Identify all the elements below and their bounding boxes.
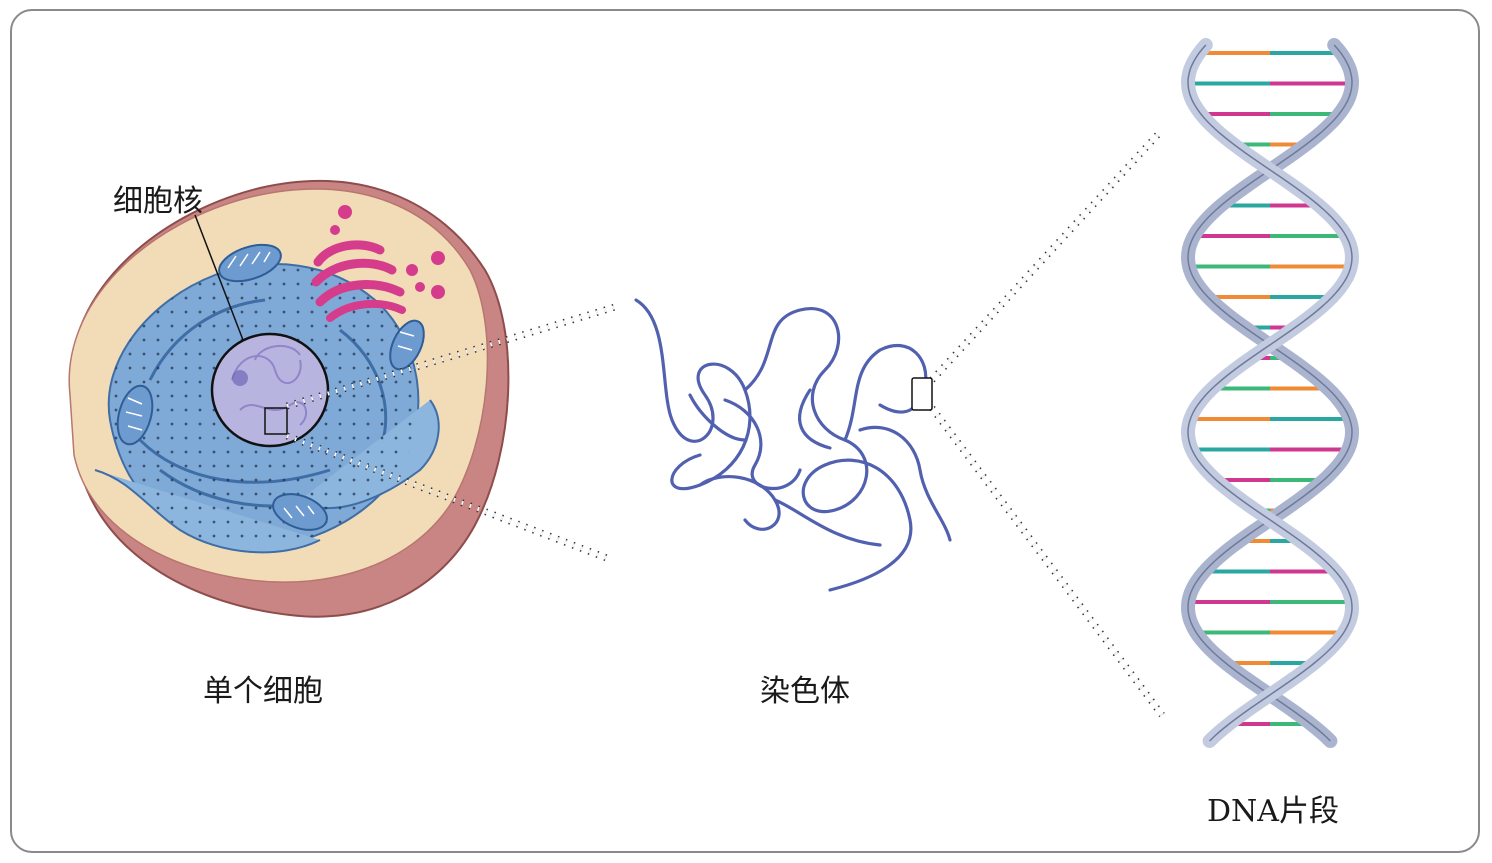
figure-frame (10, 9, 1480, 853)
zoom-connectors-inner (286, 128, 1164, 717)
mitochondria (116, 243, 425, 531)
connector-dna-lower (929, 405, 1165, 718)
golgi-apparatus (311, 240, 406, 322)
dna-helix (1180, 38, 1360, 748)
label-nucleus: 细胞核 (113, 184, 203, 219)
nucleus-leader-line (194, 214, 244, 341)
label-single-cell: 单个细胞 (203, 674, 323, 709)
nucleolus (232, 370, 248, 386)
label-chromosome: 染色体 (760, 674, 850, 709)
label-dna-segment: DNA片段 (1207, 794, 1339, 829)
chromatin (231, 344, 308, 426)
golgi-vesicles (330, 205, 445, 299)
dna-backbone-strand-a-edge (1187, 44, 1353, 742)
mitochondria-cristae (125, 251, 415, 519)
dna-backbone-strand-b-edge (1187, 44, 1353, 742)
chromosome-illustration (634, 298, 952, 592)
nucleus (210, 332, 330, 448)
nucleus-zoom-box (264, 407, 288, 435)
chromosome-zoom-box (911, 377, 933, 411)
cell-illustration (68, 180, 510, 618)
connector-dna-upper (929, 127, 1165, 383)
